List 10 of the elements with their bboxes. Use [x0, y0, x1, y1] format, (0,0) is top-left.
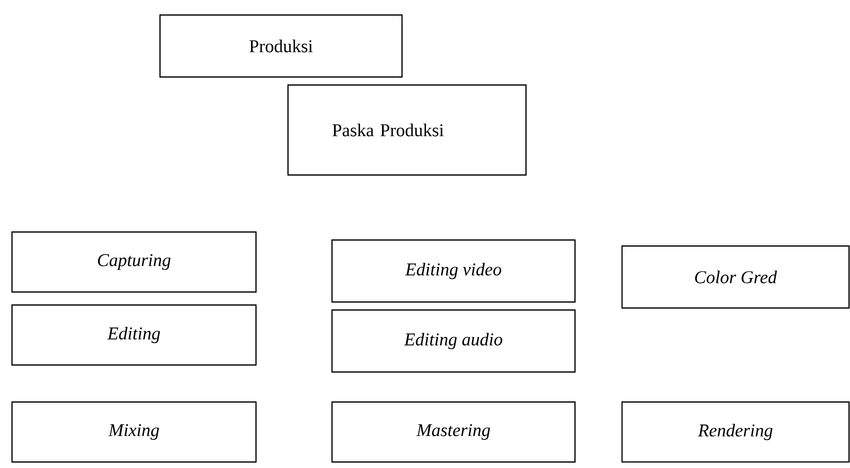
process-box: Paska Produksi [287, 84, 527, 176]
process-box: Rendering [621, 401, 850, 463]
process-box: Color Gred [621, 245, 850, 309]
process-box: Mixing [11, 401, 257, 463]
process-box: Capturing [11, 231, 257, 293]
process-box: Editing audio [331, 309, 576, 373]
process-box: Produksi [159, 14, 403, 78]
process-box: Editing [11, 304, 257, 366]
process-box: Editing video [331, 239, 576, 303]
process-box: Mastering [331, 401, 576, 463]
